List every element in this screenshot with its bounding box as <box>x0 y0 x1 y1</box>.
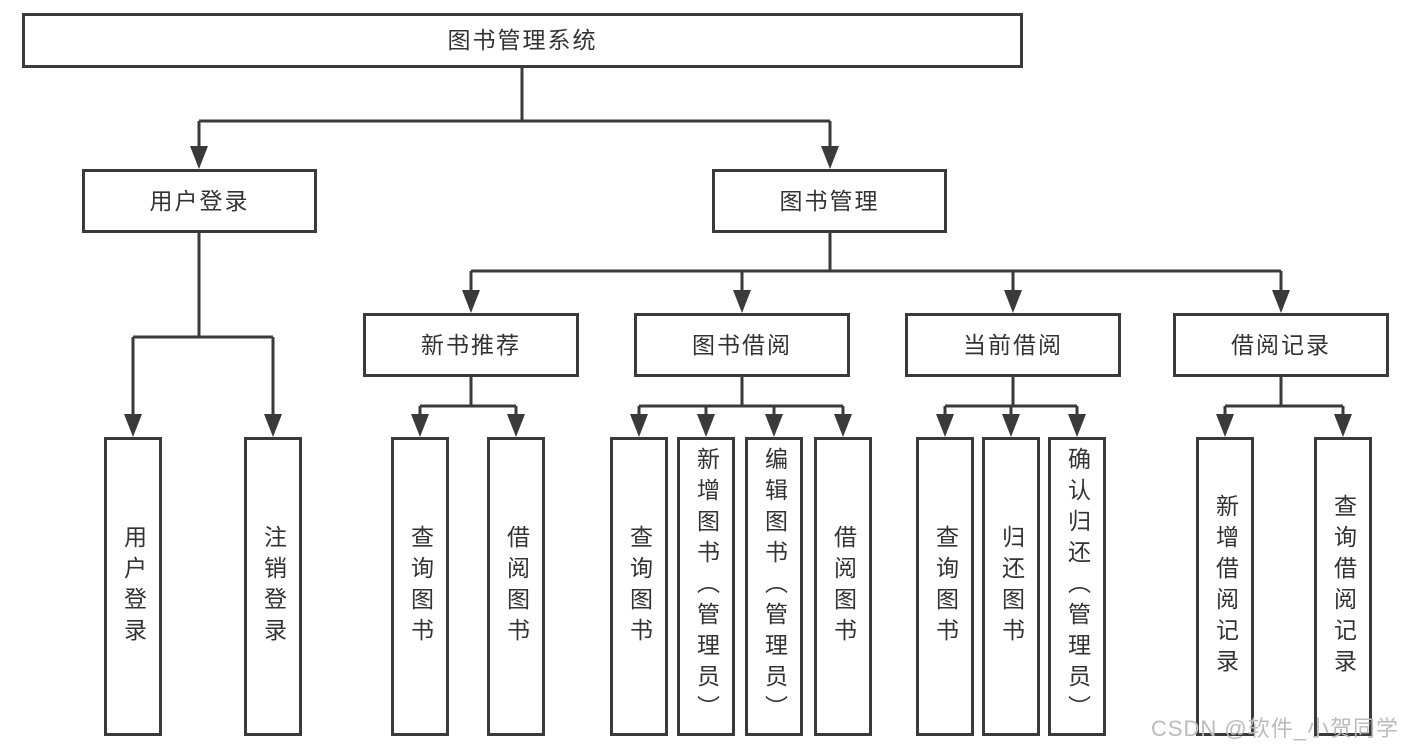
node-leaf-add-borrow-record: 新增借阅记录 <box>1196 437 1254 736</box>
node-user-login: 用户登录 <box>82 169 317 233</box>
node-book-management: 图书管理 <box>712 169 947 233</box>
node-current-borrowing: 当前借阅 <box>905 313 1121 377</box>
node-book-borrowing: 图书借阅 <box>634 313 850 377</box>
node-borrow-records: 借阅记录 <box>1173 313 1389 377</box>
node-leaf-query-books-1: 查询图书 <box>391 437 449 736</box>
watermark: CSDN @软件_小贺同学 <box>1150 716 1399 741</box>
node-leaf-edit-book-admin: 编辑图书（管理员） <box>745 437 803 736</box>
node-leaf-query-books-2: 查询图书 <box>610 437 668 736</box>
node-leaf-return-books: 归还图书 <box>982 437 1040 736</box>
node-leaf-borrow-books-2: 借阅图书 <box>814 437 872 736</box>
node-leaf-add-book-admin: 新增图书（管理员） <box>677 437 735 736</box>
arrowheads <box>124 146 1352 437</box>
node-leaf-query-books-3: 查询图书 <box>916 437 974 736</box>
node-leaf-logout: 注销登录 <box>244 437 302 736</box>
node-new-books: 新书推荐 <box>363 313 579 377</box>
node-leaf-borrow-books-1: 借阅图书 <box>487 437 545 736</box>
node-leaf-login: 用户登录 <box>104 437 162 736</box>
node-root: 图书管理系统 <box>22 13 1023 68</box>
node-leaf-query-borrow-record: 查询借阅记录 <box>1314 437 1372 736</box>
node-leaf-confirm-return-admin: 确认归还（管理员） <box>1048 437 1106 736</box>
connector-path <box>131 68 1345 415</box>
